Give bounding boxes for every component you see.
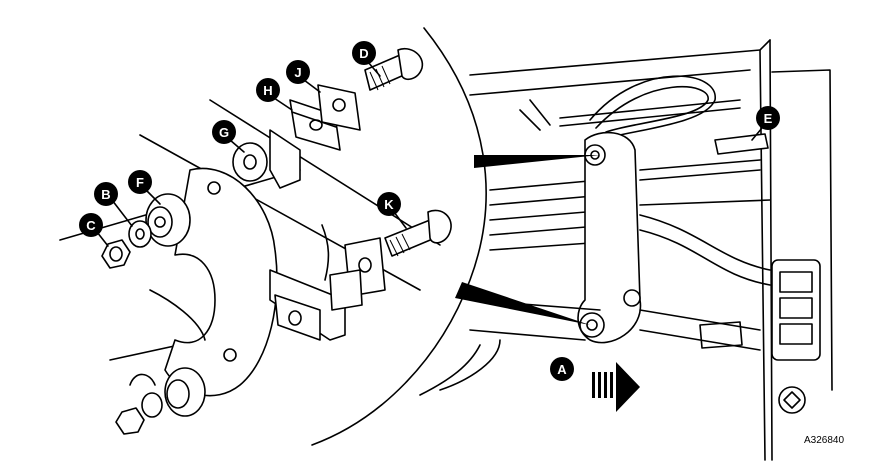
callout-b: B xyxy=(94,182,133,227)
callout-j: J xyxy=(286,60,321,93)
callout-f-label: F xyxy=(136,175,144,190)
detail-pointer-upper xyxy=(474,155,600,168)
callout-b-label: B xyxy=(101,187,110,202)
callout-d-label: D xyxy=(359,46,368,61)
callout-h: H xyxy=(256,78,293,111)
callout-a-label: A xyxy=(557,362,567,377)
installed-assembly-view xyxy=(419,39,833,461)
callout-e-label: E xyxy=(764,111,773,126)
callout-g-label: G xyxy=(219,125,229,140)
figure-reference-number: A326840 xyxy=(804,435,844,446)
callout-g: G xyxy=(212,120,245,153)
direction-arrow-icon xyxy=(592,362,640,412)
callout-c-label: C xyxy=(86,218,96,233)
callout-k: K xyxy=(377,192,407,229)
callout-f: F xyxy=(128,170,161,205)
callout-k-label: K xyxy=(384,197,394,212)
callout-d: D xyxy=(352,41,381,77)
callout-a: A xyxy=(550,357,574,381)
detail-view-boundary xyxy=(311,27,487,446)
callout-j-label: J xyxy=(294,65,301,80)
exploded-parts-view xyxy=(59,48,452,435)
callout-h-label: H xyxy=(263,83,272,98)
callout-c: C xyxy=(79,213,109,247)
detail-pointer-lower xyxy=(455,282,590,325)
callout-e: E xyxy=(751,106,780,141)
